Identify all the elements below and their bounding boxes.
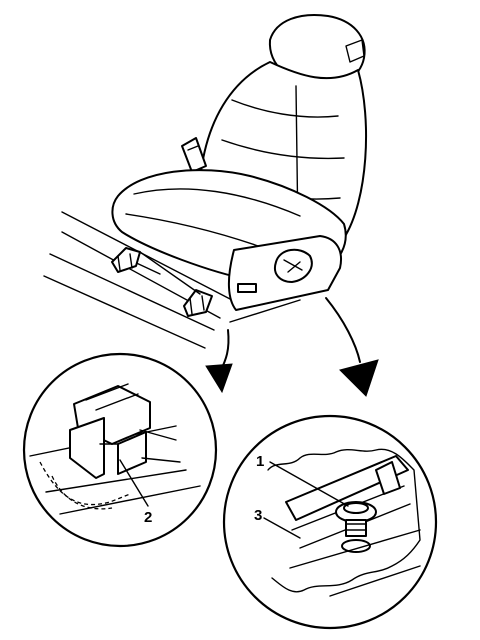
callout-three-label: 3 bbox=[254, 507, 262, 524]
arrow-to-detail-right bbox=[325, 297, 379, 397]
seat-switch-bezel bbox=[237, 283, 257, 293]
seat-assembly bbox=[43, 14, 368, 349]
headrest-release-button bbox=[345, 39, 365, 63]
track-bolt bbox=[335, 501, 377, 537]
callout-two-leader bbox=[119, 459, 149, 507]
floor-rails bbox=[43, 211, 301, 349]
detail-circle-right: 1 3 bbox=[222, 414, 438, 630]
belt-latch bbox=[181, 137, 207, 173]
floor-nut bbox=[341, 539, 371, 553]
front-track-foot-right bbox=[183, 289, 213, 317]
front-track-foot-left bbox=[111, 247, 141, 273]
arrow-to-detail-left bbox=[205, 329, 233, 394]
callout-one-leader bbox=[269, 461, 349, 507]
carpet-edge bbox=[267, 448, 421, 593]
callout-two-label: 2 bbox=[144, 509, 152, 526]
track-stop bbox=[375, 461, 401, 495]
callout-one-label: 1 bbox=[256, 453, 264, 470]
detail-circle-left: 2 bbox=[22, 352, 218, 548]
callout-three-leader bbox=[263, 517, 301, 539]
